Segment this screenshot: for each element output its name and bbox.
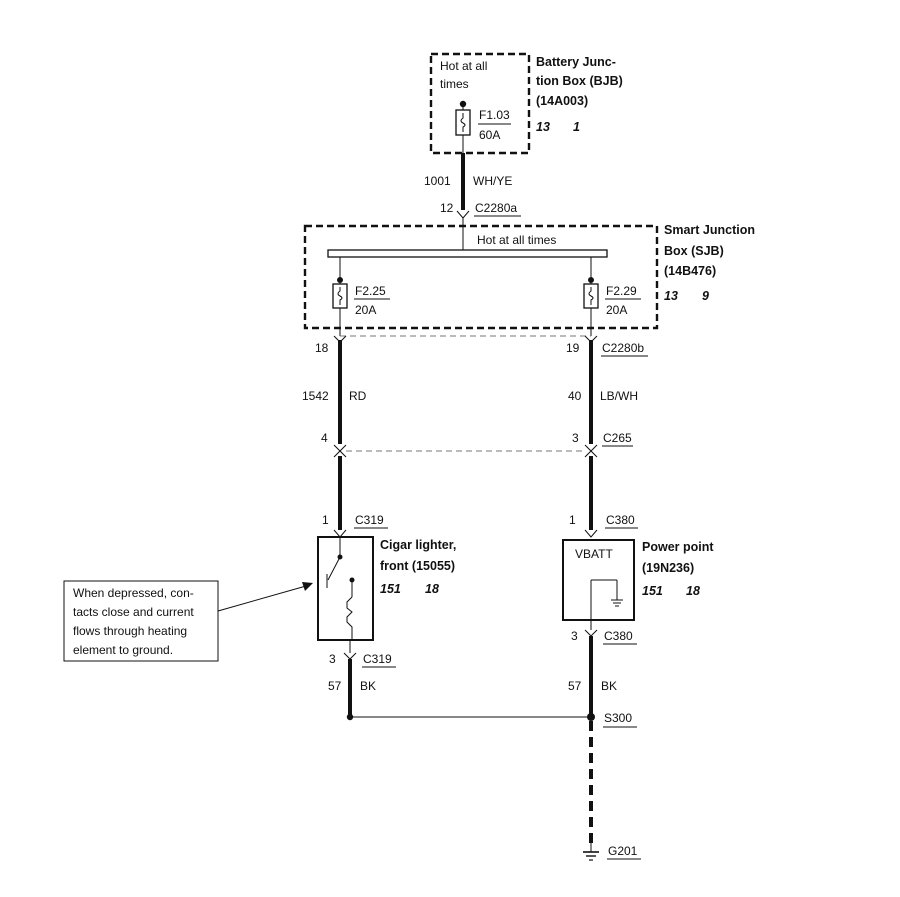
lighter-pin-out: 3 — [329, 652, 336, 666]
fuse-f2-25-dot — [337, 277, 343, 283]
powerpoint-ground-icon — [590, 579, 623, 620]
c265-left-connector-top — [333, 444, 347, 452]
powerpoint-pin-out: 3 — [571, 629, 578, 643]
wire-40-color: LB/WH — [600, 389, 638, 403]
c265-left-connector-bottom — [333, 450, 347, 458]
powerpoint-input-connector-icon — [584, 529, 598, 538]
sjb-busbar — [327, 249, 608, 258]
c265-right-pin: 3 — [572, 431, 579, 445]
bjb-hot-label-2: times — [440, 77, 469, 91]
lighter-ref-b: 18 — [425, 582, 439, 596]
heating-element-icon — [346, 596, 353, 640]
powerpoint-connector-in: C380 — [606, 513, 635, 527]
wire-40-circuit: 40 — [568, 389, 582, 403]
fuse-f2-25-id: F2.25 — [355, 284, 386, 298]
fuse-f2-29-icon — [583, 283, 599, 309]
wire-1001-color: WH/YE — [473, 174, 512, 188]
fuse-f2-25-rating: 20A — [355, 303, 376, 317]
bjb-name-2: tion Box (BJB) — [536, 74, 623, 88]
sjb-boundary — [303, 224, 659, 330]
wire-1542-circuit: 1542 — [302, 389, 329, 403]
sjb-ref-a: 13 — [664, 289, 678, 303]
bjb-part-number: (14A003) — [536, 94, 588, 108]
bjb-name-1: Battery Junc- — [536, 55, 616, 69]
c2280a-label: C2280a — [475, 201, 517, 215]
bjb-ref-a: 13 — [536, 120, 550, 134]
c265-right-connector-top — [584, 444, 598, 452]
fuse-f2-25-icon — [332, 283, 348, 309]
note-leader-line — [217, 585, 307, 612]
powerpoint-gnd-circuit: 57 — [568, 679, 582, 693]
sjb-name-2: Box (SJB) — [664, 244, 724, 258]
lighter-input-connector-icon — [333, 529, 347, 538]
wire-1001-circuit: 1001 — [424, 174, 451, 188]
note-line-1: When depressed, con- — [73, 586, 194, 600]
splice-s300-label: S300 — [604, 711, 632, 725]
note-line-3: flows through heating — [73, 624, 187, 638]
ground-g201-icon — [583, 843, 599, 861]
note-line-4: element to ground. — [73, 643, 173, 657]
powerpoint-output-connector-icon — [584, 629, 598, 637]
c265-left-pin: 4 — [321, 431, 328, 445]
fuse-f2-29-id: F2.29 — [606, 284, 637, 298]
lighter-ref-a: 151 — [380, 582, 401, 596]
lighter-connector-out: C319 — [363, 652, 392, 666]
bjb-boundary — [429, 52, 531, 155]
lighter-gnd-color: BK — [360, 679, 376, 693]
powerpoint-inner-label: VBATT — [575, 547, 613, 561]
cigar-lighter-box — [317, 536, 374, 641]
c2280b-right-pin: 19 — [566, 341, 580, 355]
lighter-name-1: Cigar lighter, — [380, 538, 456, 552]
c2280a-pin: 12 — [440, 201, 454, 215]
c265-right-connector-bottom — [584, 450, 598, 458]
powerpoint-gnd-color: BK — [601, 679, 617, 693]
lighter-output-connector-icon — [343, 652, 357, 660]
lighter-gnd-circuit: 57 — [328, 679, 342, 693]
note-arrow-icon — [302, 582, 313, 591]
sjb-part-number: (14B476) — [664, 264, 716, 278]
lighter-pin-in: 1 — [322, 513, 329, 527]
sjb-name-1: Smart Junction — [664, 223, 755, 237]
sjb-bus-label: Hot at all times — [477, 233, 556, 247]
fuse-f1-03-rating: 60A — [479, 128, 500, 142]
fuse-f2-29-dot — [588, 277, 594, 283]
powerpoint-ref-b: 18 — [686, 584, 700, 598]
lighter-name-2: front (15055) — [380, 559, 455, 573]
c2280b-left-pin: 18 — [315, 341, 329, 355]
powerpoint-name-1: Power point — [642, 540, 714, 554]
bjb-hot-label-1: Hot at all — [440, 59, 487, 73]
wire-1542-color: RD — [349, 389, 367, 403]
sjb-ref-b: 9 — [702, 289, 709, 303]
splice-s300-dot — [587, 713, 595, 721]
c2280a-connector-icon — [456, 210, 470, 219]
bjb-ref-b: 1 — [573, 120, 580, 134]
fuse-f1-03-id: F1.03 — [479, 108, 510, 122]
c2280b-label: C2280b — [602, 341, 644, 355]
fuse-f1-03-icon — [455, 109, 471, 136]
note-line-2: tacts close and current — [73, 605, 194, 619]
lighter-connector-in: C319 — [355, 513, 384, 527]
lighter-switch-icon — [326, 537, 355, 597]
powerpoint-ref-a: 151 — [642, 584, 663, 598]
ground-g201-label: G201 — [608, 844, 638, 858]
note-callout-box — [63, 580, 219, 662]
fuse-f2-29-rating: 20A — [606, 303, 627, 317]
powerpoint-connector-out: C380 — [604, 629, 633, 643]
powerpoint-pin-in: 1 — [569, 513, 576, 527]
powerpoint-name-2: (19N236) — [642, 561, 694, 575]
c265-label: C265 — [603, 431, 632, 445]
